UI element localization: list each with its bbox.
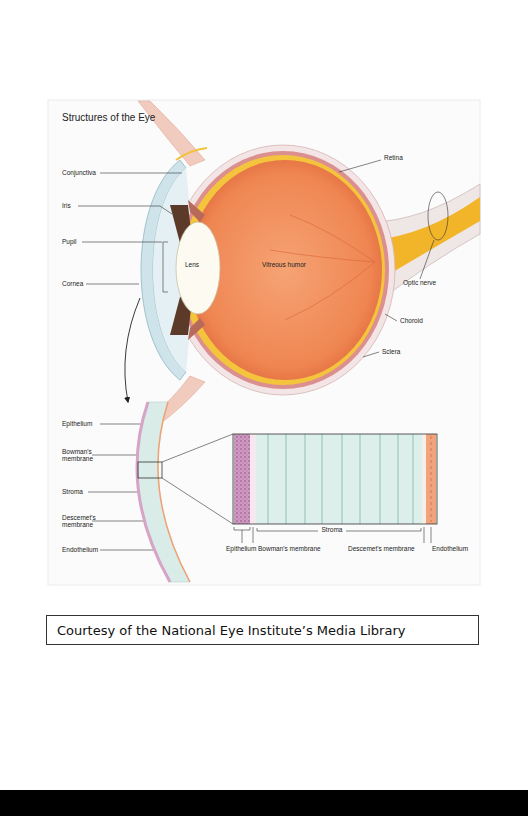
sclera [171,145,395,395]
enlarged-cornea [233,434,437,524]
part-label: Vitreous humor [262,262,306,269]
panel [48,100,480,585]
part-label: Pupil [62,239,76,246]
section-brackets [234,527,431,543]
endothelium-layer [158,402,190,582]
upper-eyelid [138,101,205,166]
bottom-bar [0,790,528,816]
conjunctiva [176,148,207,160]
part-label: Endothelium [62,547,98,554]
part-label: Retina [384,155,403,162]
part-label: Endothelium [432,546,468,553]
curved-arrow [125,298,140,402]
part-label: Epithelium [62,421,92,428]
choroid [177,151,389,389]
part-label: Iris [62,203,71,210]
leader-lines [78,160,448,550]
caption-box: Courtesy of the National Eye Institute’s… [46,615,479,645]
part-label: Bowman's membrane [62,449,96,463]
lens [176,222,220,314]
part-label: Descemet's membrane [348,546,415,553]
part-label: Lens [185,262,199,269]
epithelium-layer [137,402,170,582]
zoom-box [138,462,162,478]
cornea-section [137,402,190,582]
part-label: Choroid [400,318,423,325]
part-label: Optic nerve [403,280,436,287]
part-label: Bowman's membrane [258,546,321,553]
part-label: Stroma [62,489,83,496]
part-label: Descemet's membrane [62,515,96,529]
part-label: Cornea [62,281,83,288]
part-label: Stroma [320,527,345,534]
diagram-title: Structures of the Eye [62,112,155,123]
part-label: Conjunctiva [62,170,96,177]
caption-text: Courtesy of the National Eye Institute’s… [47,616,478,638]
part-label: Epithelium [226,546,256,553]
part-label: Sclera [382,349,400,356]
